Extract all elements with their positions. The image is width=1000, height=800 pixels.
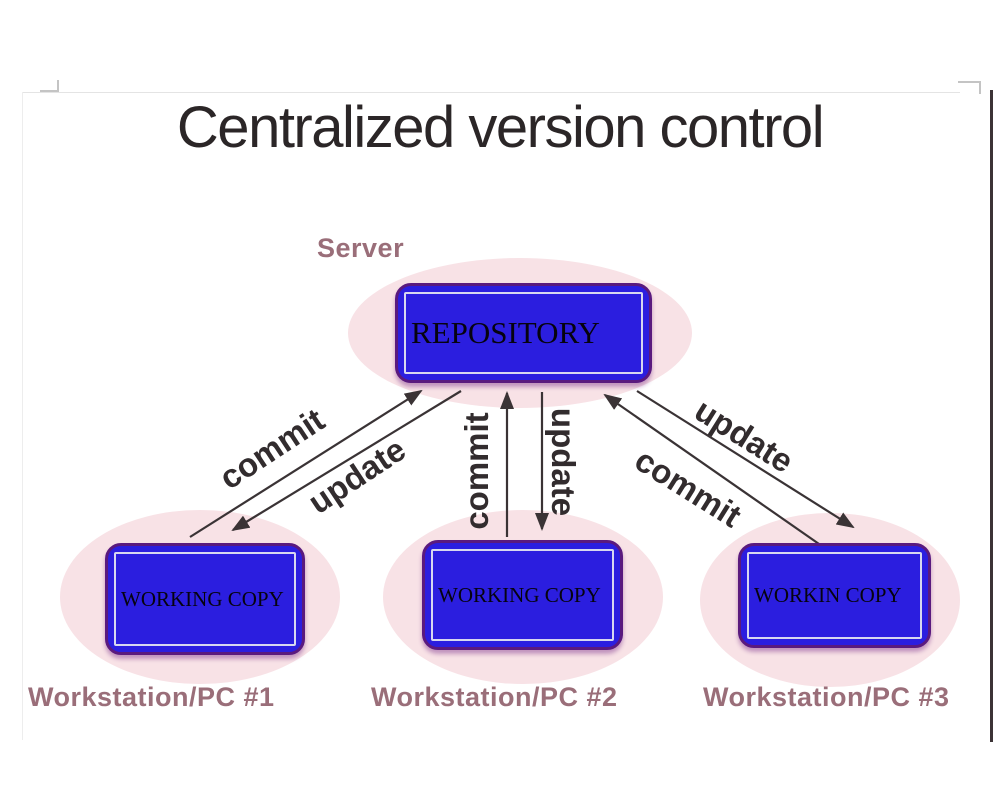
working-copy-node-2: WORKING COPY — [422, 540, 623, 650]
working-copy-node-3: WORKIN COPY — [738, 543, 931, 648]
diagram-title: Centralized version control — [176, 95, 825, 160]
commit-arrow-ws3 — [603, 393, 820, 545]
working-copy-2-inner-border — [431, 549, 614, 641]
page-edge-line — [990, 90, 993, 742]
panel-top-border — [22, 92, 960, 93]
working-copy-3-inner-border — [747, 552, 922, 639]
update-arrow-ws1 — [231, 390, 462, 532]
repository-label: REPOSITORY — [411, 315, 600, 350]
working-copy-1-label: WORKING COPY — [121, 586, 284, 611]
crop-mark-top-right-icon — [958, 81, 981, 94]
workstation3-label: Workstation/PC #3 — [703, 682, 950, 712]
commit-arrow-ws1 — [189, 389, 423, 538]
update-label-ws2: update — [545, 407, 582, 517]
workstation2-label: Workstation/PC #2 — [371, 682, 618, 712]
commit-label-ws2: commit — [458, 412, 495, 530]
update-arrow-ws3 — [636, 390, 855, 529]
repository-inner-border — [404, 292, 643, 374]
repository-node: REPOSITORY — [395, 283, 652, 383]
working-copy-3-label: WORKIN COPY — [754, 583, 902, 607]
working-copy-1-inner-border — [114, 552, 296, 646]
panel-left-border — [22, 92, 23, 740]
workstation1-label: Workstation/PC #1 — [28, 682, 275, 712]
server-label: Server — [317, 233, 405, 263]
working-copy-2-label: WORKING COPY — [438, 582, 601, 607]
working-copy-node-1: WORKING COPY — [105, 543, 305, 655]
crop-mark-top-left-icon — [40, 80, 59, 92]
